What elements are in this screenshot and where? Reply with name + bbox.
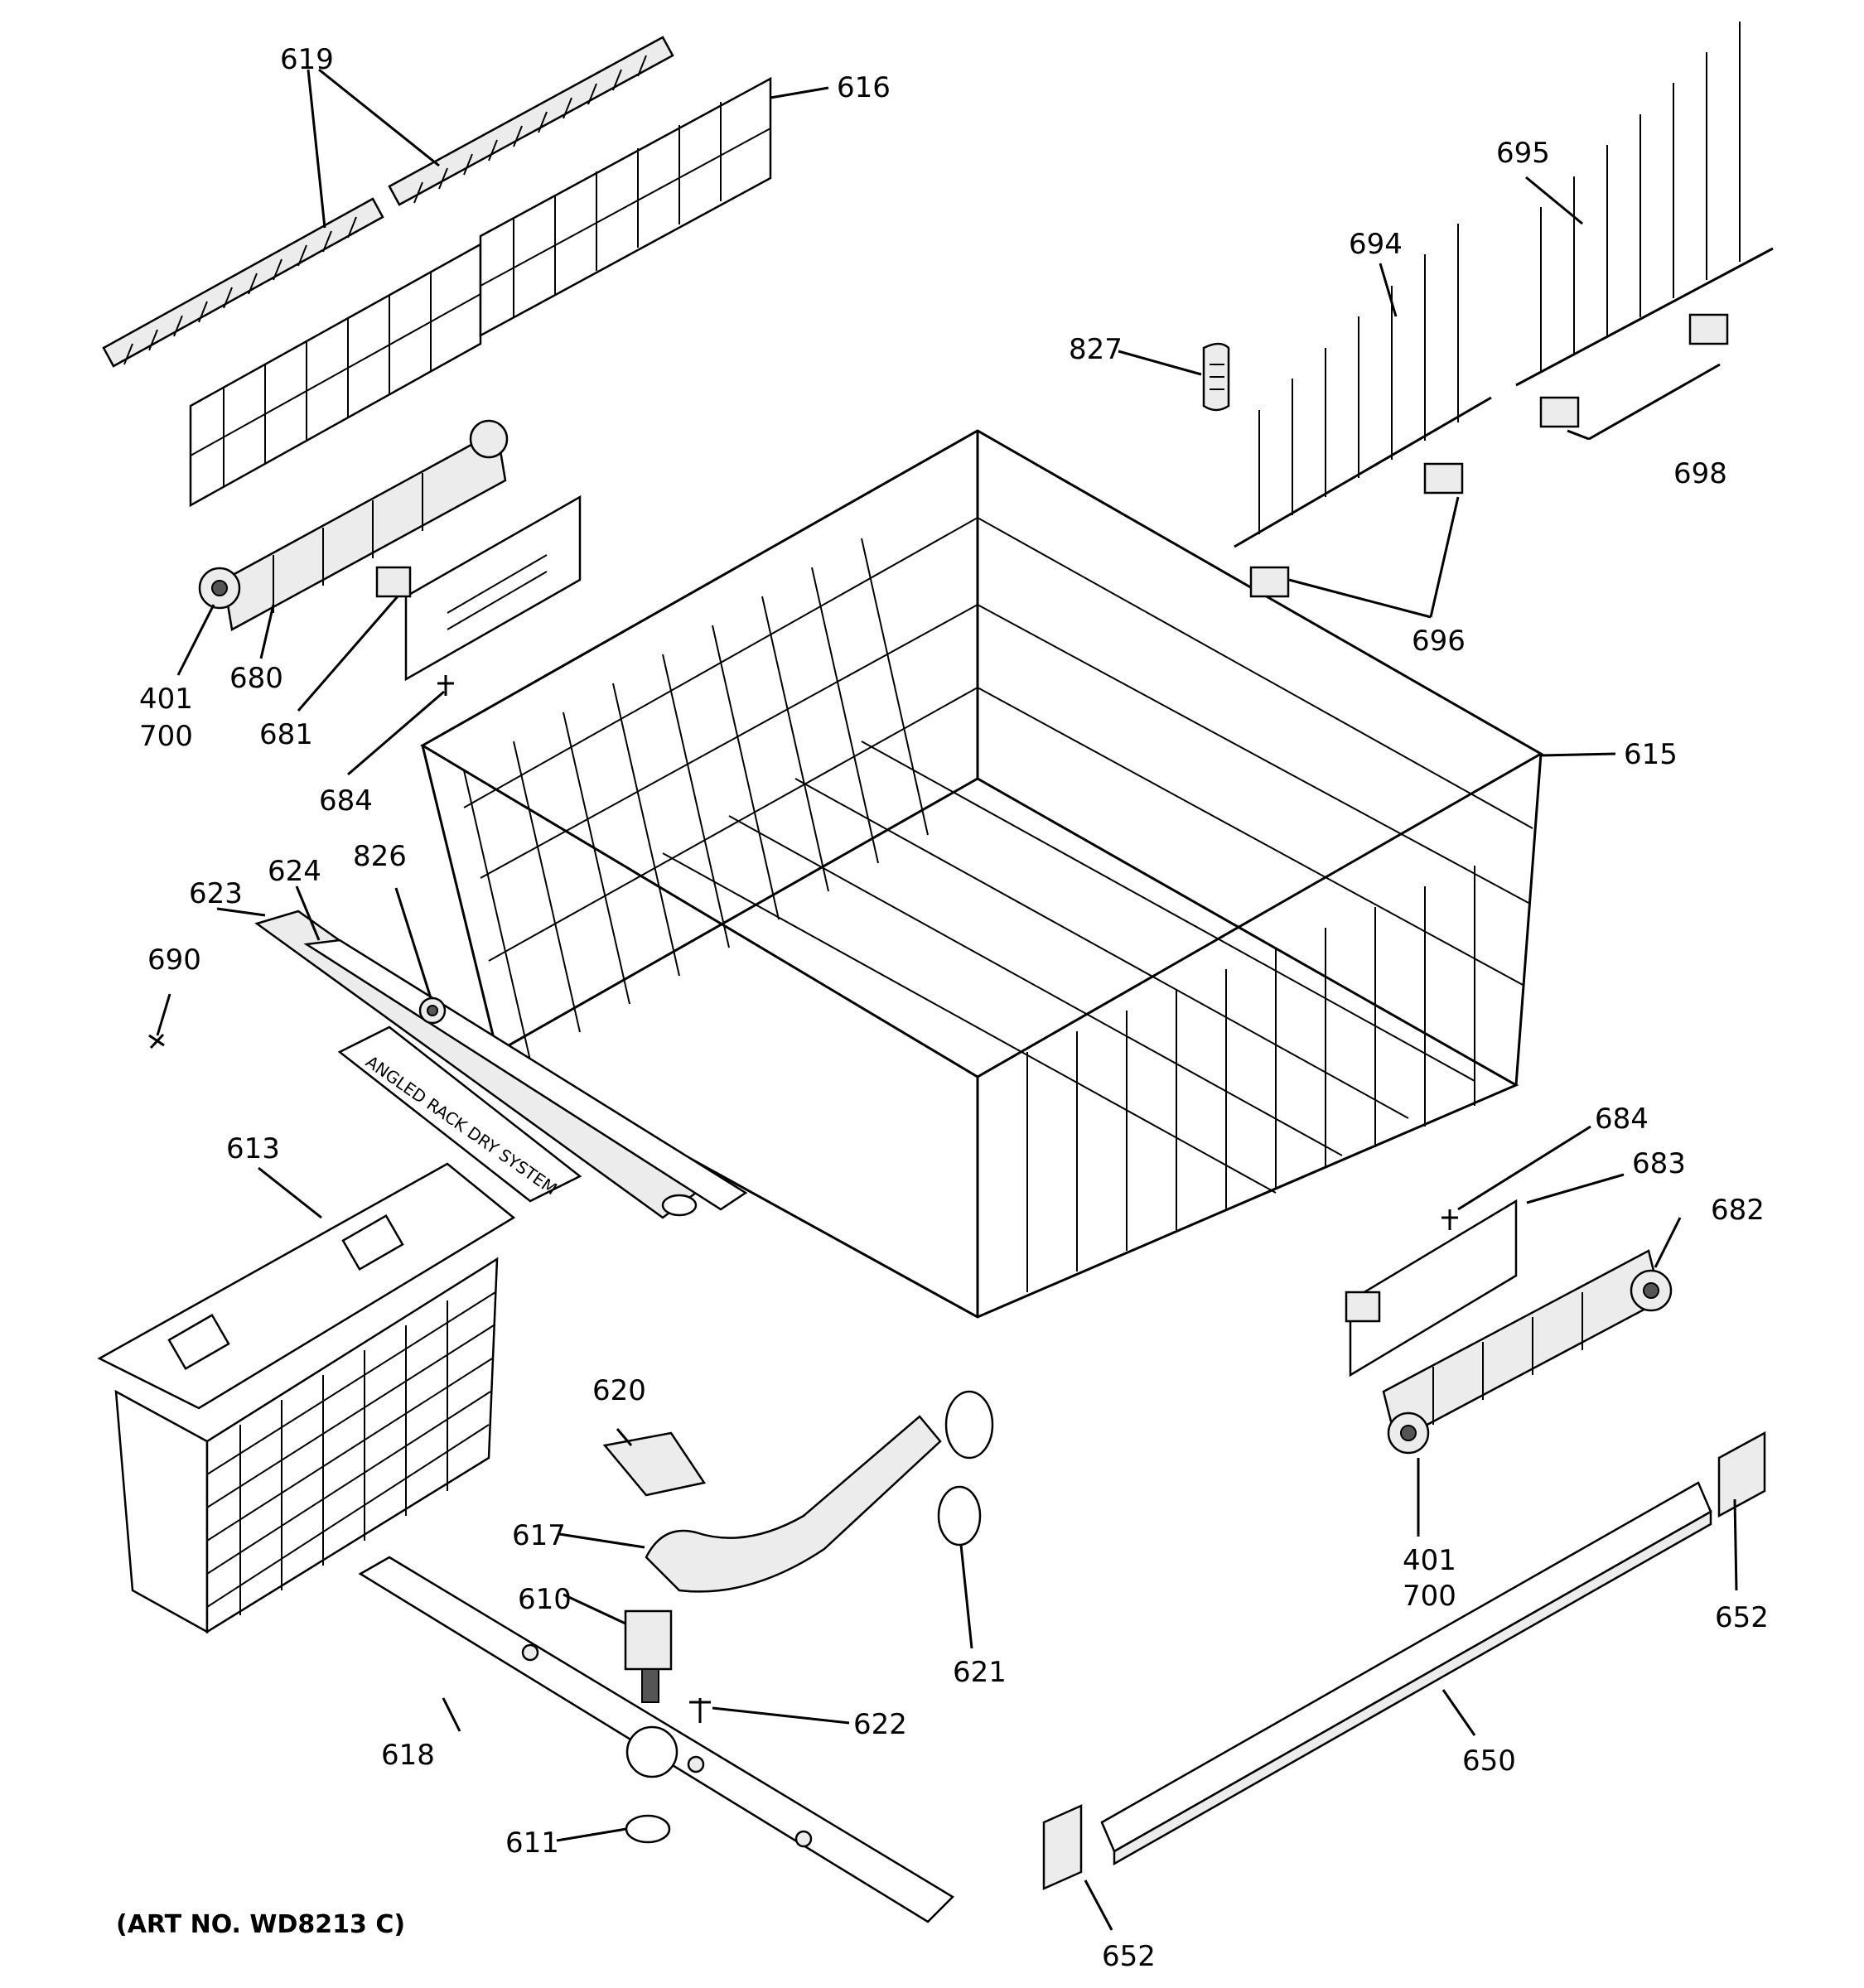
part-618-spray-arm	[358, 1556, 955, 1923]
callout-617: 617	[512, 1519, 566, 1552]
part-610-coupling	[624, 1609, 673, 1703]
callout-401-right: 401	[1403, 1544, 1456, 1577]
part-621-clamp	[937, 1485, 982, 1546]
part-611-seal	[625, 1814, 671, 1844]
callout-611: 611	[505, 1826, 559, 1860]
part-684-screw-left	[437, 675, 454, 696]
callout-700-right: 700	[1403, 1580, 1456, 1613]
part-623-manifold	[254, 910, 698, 1219]
part-624-channel	[303, 939, 748, 1211]
callout-680: 680	[229, 662, 283, 695]
part-694-695-tine-rows	[1234, 22, 1774, 548]
callout-613: 613	[226, 1132, 280, 1165]
callout-695: 695	[1496, 137, 1550, 170]
part-682-rack-adjuster	[1382, 1249, 1673, 1455]
callout-683: 683	[1632, 1147, 1686, 1180]
callout-694: 694	[1349, 228, 1403, 261]
callout-652-left: 652	[1102, 1940, 1156, 1973]
callout-696: 696	[1412, 625, 1466, 658]
part-680-rack-adjuster	[198, 419, 509, 631]
part-613-silverware-basket	[97, 1162, 516, 1634]
part-615-upper-rack	[420, 429, 1544, 1319]
callout-622: 622	[853, 1708, 907, 1741]
callout-621: 621	[953, 1656, 1007, 1689]
callout-620: 620	[592, 1374, 646, 1407]
callout-682: 682	[1711, 1194, 1765, 1227]
callout-827: 827	[1069, 333, 1123, 366]
callout-681: 681	[259, 718, 313, 751]
part-683-bracket	[1345, 1199, 1518, 1378]
leader-lines	[156, 68, 1738, 1931]
part-617-conduit	[645, 1390, 994, 1593]
part-826-screw	[418, 996, 447, 1025]
callout-619: 619	[280, 43, 334, 76]
callout-616: 616	[837, 71, 891, 104]
callout-684-right: 684	[1595, 1103, 1649, 1136]
callout-401-left: 401	[139, 683, 193, 716]
part-650-track	[1100, 1481, 1712, 1866]
callout-700-left: 700	[139, 720, 193, 753]
part-696-698-clips	[1249, 313, 1729, 598]
part-690-screw	[148, 1033, 165, 1049]
part-620-cap	[602, 1431, 707, 1497]
part-622-screw	[689, 1698, 711, 1723]
callout-826: 826	[353, 840, 407, 873]
callout-618: 618	[381, 1739, 435, 1772]
part-652-end-cap-left	[1042, 1804, 1083, 1890]
part-652-end-cap-right	[1717, 1431, 1766, 1518]
art-number: (ART NO. WD8213 C)	[116, 1910, 405, 1939]
callout-684-left: 684	[319, 784, 373, 818]
callout-650: 650	[1462, 1744, 1516, 1778]
part-684-screw-right	[1441, 1209, 1458, 1230]
callout-652-right: 652	[1715, 1601, 1769, 1634]
callout-624: 624	[268, 855, 321, 888]
part-827-clip	[1202, 342, 1230, 412]
part-619-tine-rows	[102, 36, 674, 368]
callout-623: 623	[189, 877, 243, 910]
callout-698: 698	[1673, 457, 1727, 490]
callout-615: 615	[1624, 738, 1678, 771]
callout-labels: 619 616 695 694 827 698 696 401 700 680 …	[116, 43, 1769, 1973]
part-616-fold-down-frames	[189, 76, 772, 508]
part-681-bracket	[375, 495, 582, 682]
callout-690: 690	[147, 943, 201, 977]
callout-610: 610	[518, 1583, 572, 1616]
